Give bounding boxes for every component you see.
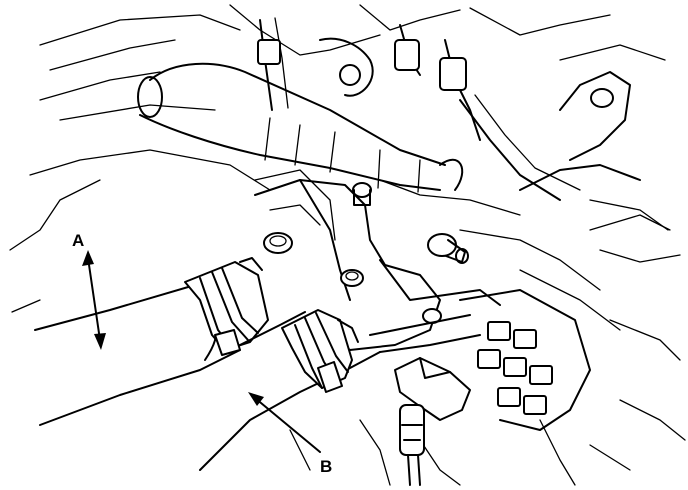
engine-background bbox=[9, 4, 686, 486]
hose-b bbox=[199, 311, 481, 471]
callout-a-label: A bbox=[72, 231, 84, 250]
thermostat-housing bbox=[254, 179, 501, 351]
hose-clamp-a bbox=[184, 257, 269, 356]
lower-connectors bbox=[394, 289, 591, 486]
wiring-harness bbox=[257, 17, 581, 201]
callout-b-arrow bbox=[248, 392, 321, 453]
hose-clamp-b bbox=[281, 309, 359, 393]
callout-b-label: B bbox=[320, 457, 332, 476]
upper-coolant-pipe bbox=[137, 62, 464, 193]
right-mounting-bracket bbox=[519, 71, 669, 231]
callout-a-arrow bbox=[82, 250, 106, 350]
